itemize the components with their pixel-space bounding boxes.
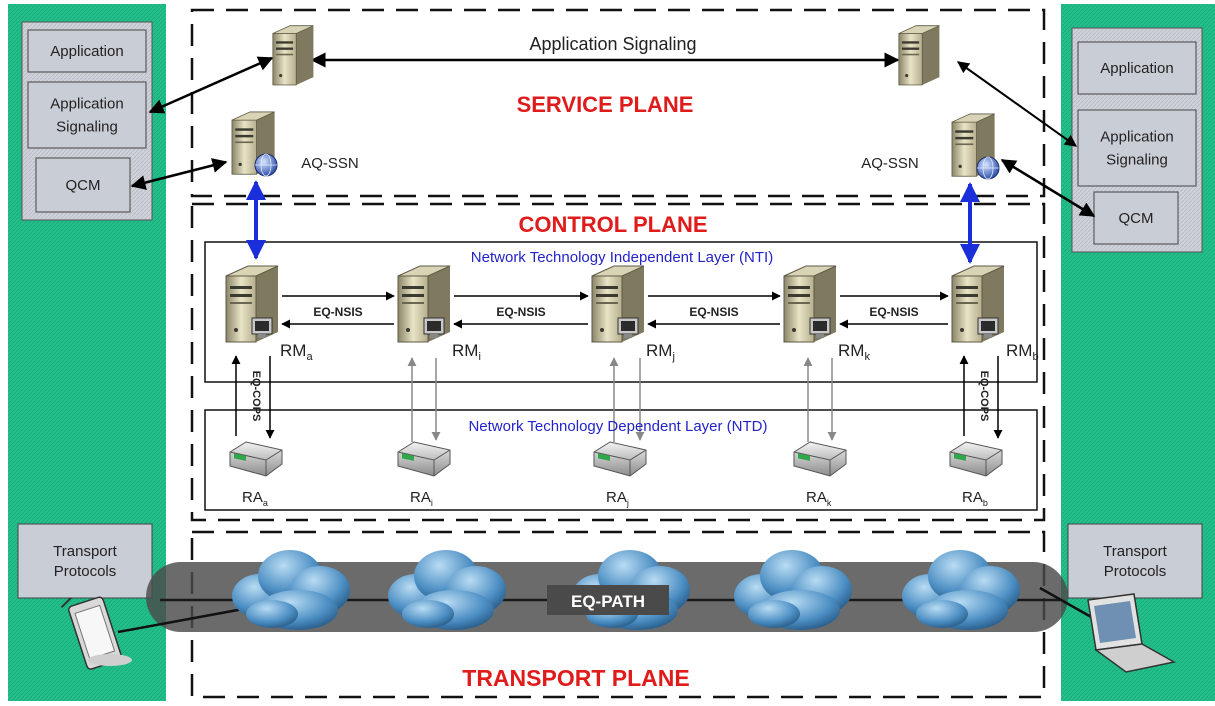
laptop-base (1094, 643, 1177, 673)
right-signaling-arrow (957, 61, 1077, 147)
eq-path-label-bg (547, 585, 669, 615)
aq-ssn-left-label: AQ-SSN (301, 155, 359, 172)
right-box-2-label: QCM (1119, 210, 1154, 227)
left-qcm-arrow (130, 158, 228, 190)
rm-label-a: RMa (280, 341, 313, 363)
left-transport-box (17, 523, 153, 599)
eq-nsis-label-3: EQ-NSIS (869, 305, 918, 319)
left-signaling-arrow (148, 56, 274, 114)
right-box-2 (1093, 191, 1179, 245)
ra-label-a: RAa (242, 489, 268, 508)
ra-label-i: RAi (410, 489, 433, 508)
control-plane-title: CONTROL PLANE (518, 212, 707, 237)
left-box-2 (35, 157, 131, 213)
ra-router-k (793, 441, 847, 477)
ra-label-b: RAb (962, 489, 988, 508)
app-signaling-label: Application Signaling (529, 34, 696, 54)
tablet-stylus (60, 597, 72, 608)
eq-nsis-label-2: EQ-NSIS (689, 305, 738, 319)
rm-label-i: RMi (452, 341, 481, 363)
eq-cops-label-0: EQ-COPS (250, 371, 262, 422)
nti-layer-box (204, 241, 1038, 383)
aq-ssn-right-label: AQ-SSN (861, 155, 919, 172)
left-box-0-label: Application (50, 43, 123, 60)
control-plane-frame (190, 202, 1046, 522)
rm-label-j: RMj (646, 341, 675, 363)
left-box-0 (27, 29, 147, 73)
eq-nsis-label-0: EQ-NSIS (313, 305, 362, 319)
ntd-layer-label: Network Technology Dependent Layer (NTD) (468, 418, 767, 435)
signaling-server-left (272, 25, 314, 86)
left-box-1 (27, 81, 147, 149)
tablet-shadow (88, 654, 132, 666)
rm-label-k: RMk (838, 341, 870, 363)
ra-router-j (593, 441, 647, 477)
laptop-icon (1087, 593, 1177, 673)
right-transport-box (1067, 523, 1203, 599)
rm-label-b: RMb (1006, 341, 1039, 363)
eq-nsis-label-1: EQ-NSIS (496, 305, 545, 319)
right-qcm-arrow (1000, 158, 1096, 218)
signaling-server-right (898, 25, 940, 86)
ra-router-a (229, 441, 283, 477)
ra-router-b (949, 441, 1003, 477)
laptop-display (1094, 601, 1136, 643)
nti-layer-label: Network Technology Independent Layer (NT… (471, 249, 773, 266)
right-box-0 (1077, 41, 1197, 95)
eq-path-label: EQ-PATH (571, 592, 645, 611)
ra-label-k: RAk (806, 489, 832, 508)
ra-label-j: RAj (606, 489, 629, 508)
right-box-0-label: Application (1100, 60, 1173, 77)
transport-plane-title: TRANSPORT PLANE (462, 665, 689, 691)
left-box-2-label: QCM (66, 177, 101, 194)
right-box-1 (1077, 109, 1197, 187)
service-plane-title: SERVICE PLANE (517, 92, 694, 117)
ntd-layer-box (204, 409, 1038, 511)
ra-router-i (397, 441, 451, 477)
eq-cops-label-1: EQ-COPS (978, 371, 990, 422)
